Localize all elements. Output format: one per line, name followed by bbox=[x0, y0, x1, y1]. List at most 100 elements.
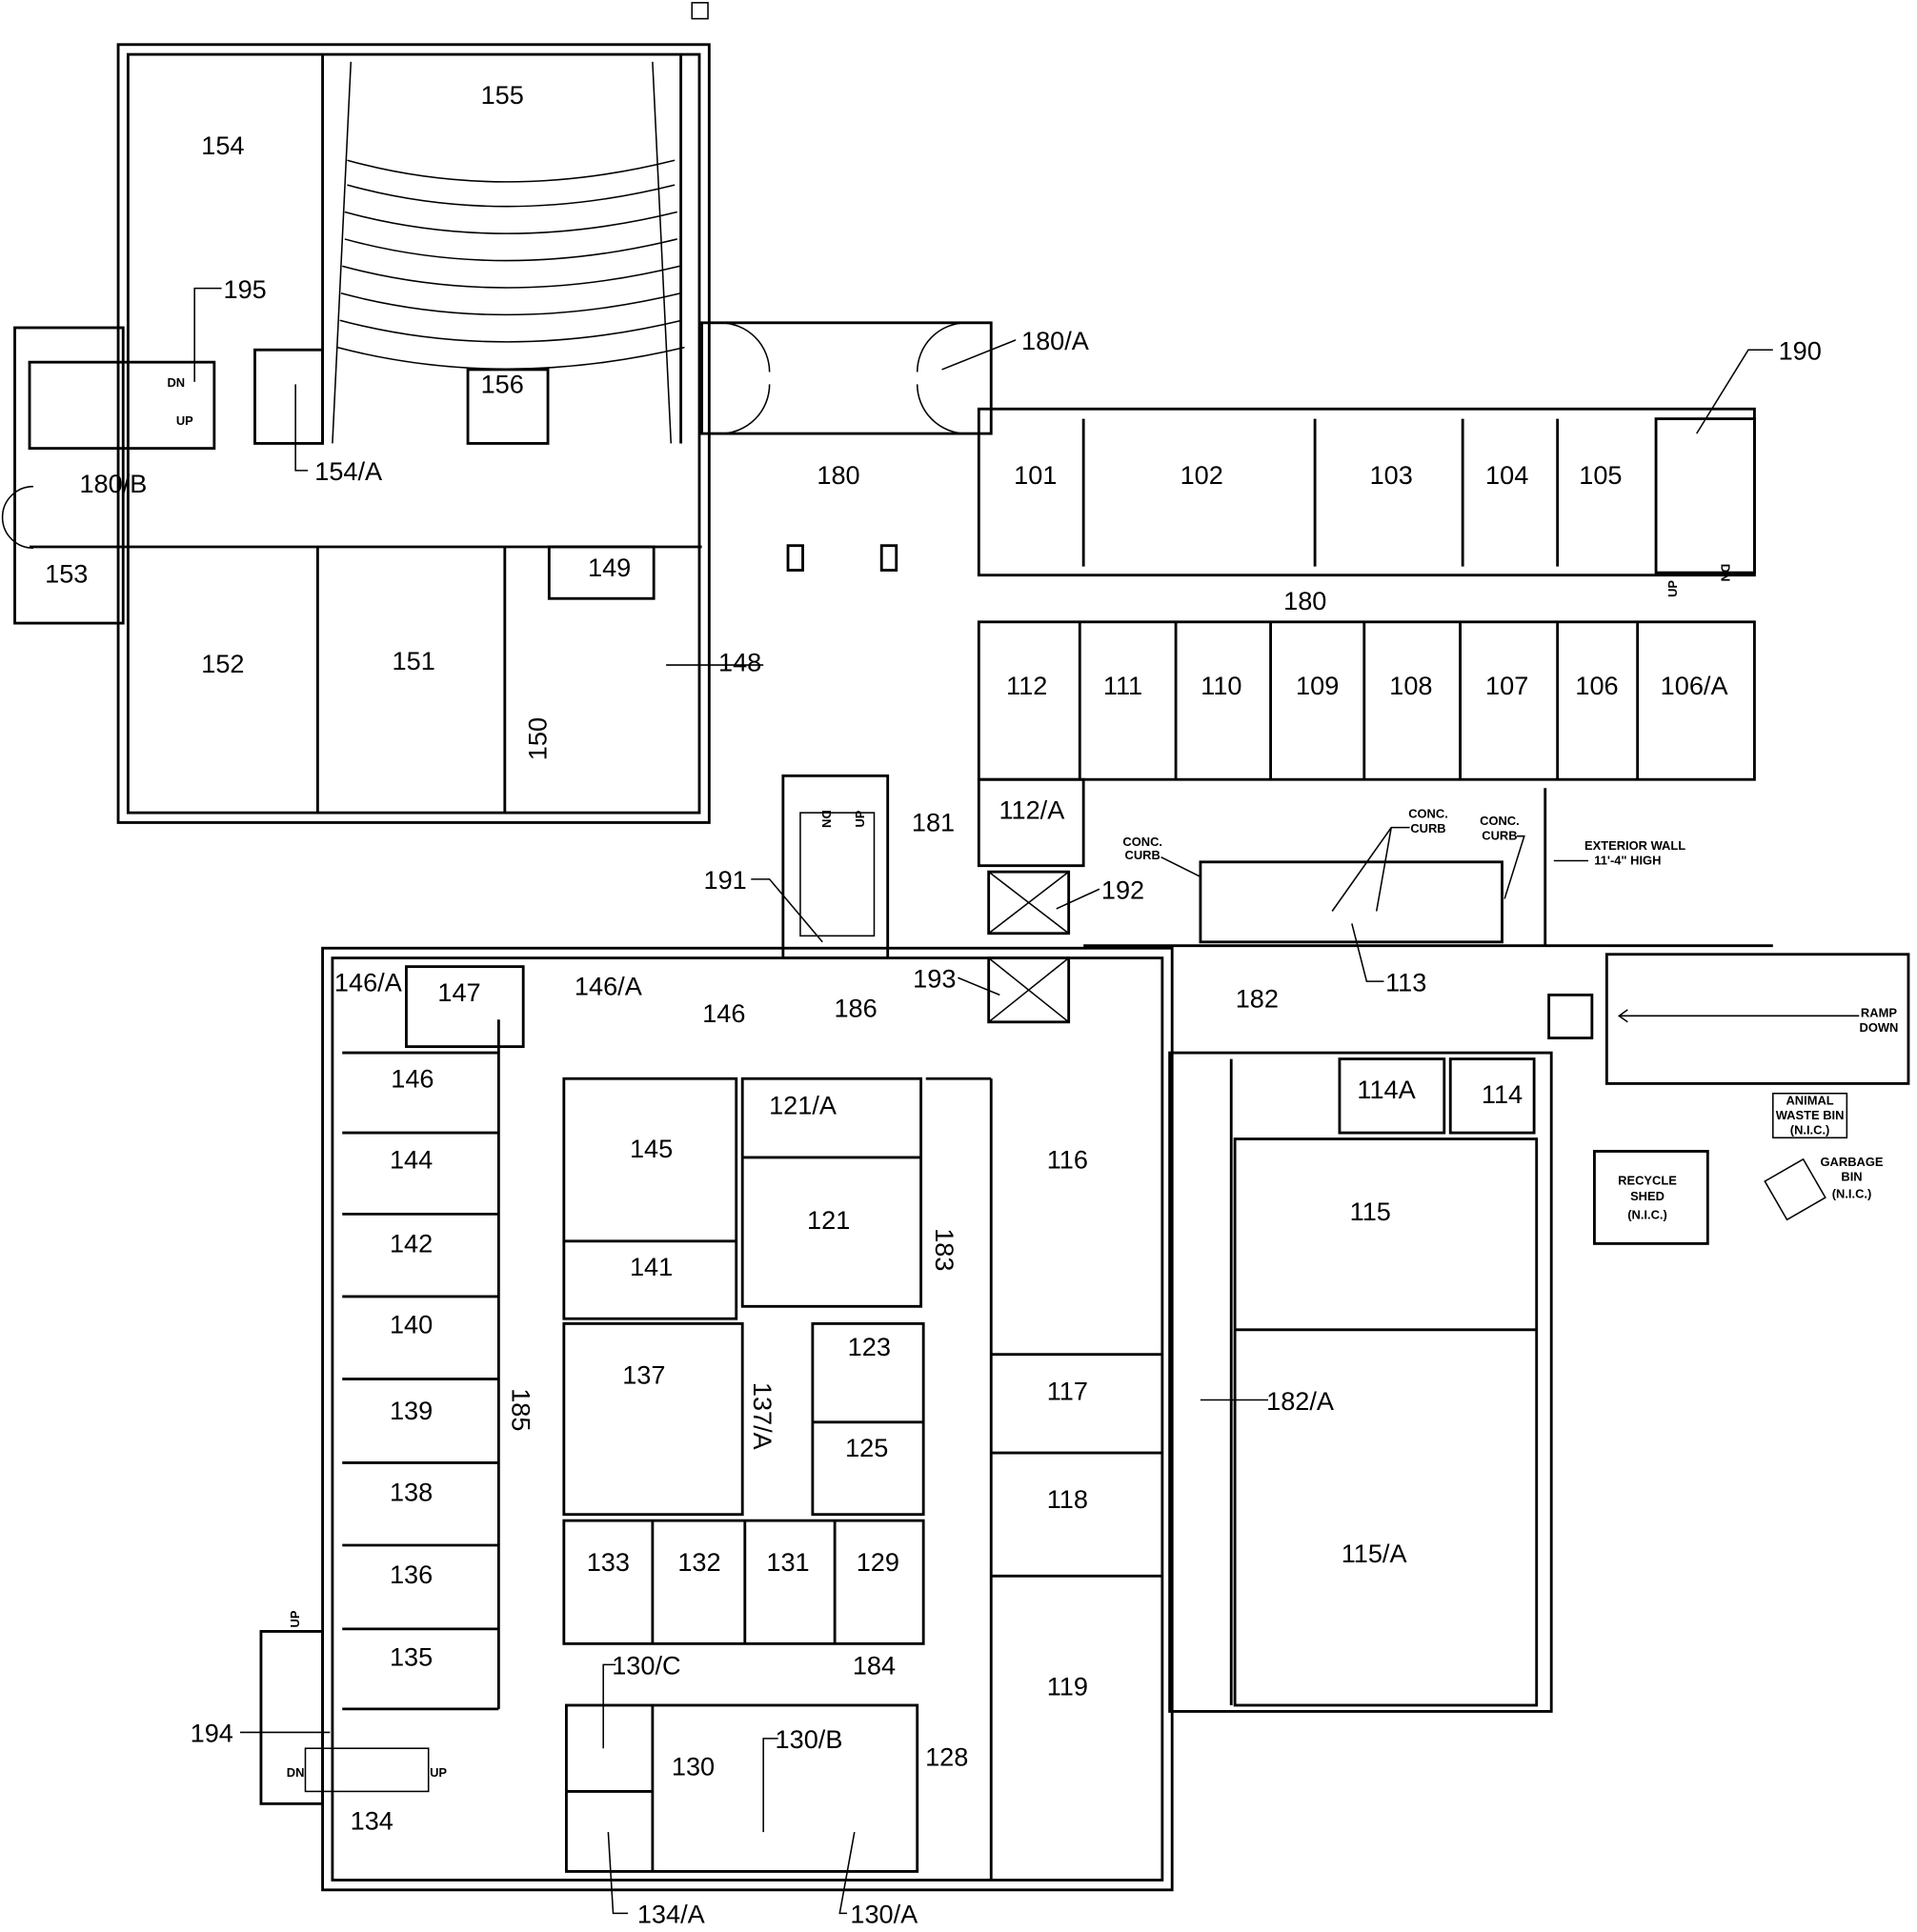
room-label: 146/A bbox=[334, 967, 403, 996]
room-label: 106/A bbox=[1661, 671, 1729, 700]
svg-text:DN: DN bbox=[167, 375, 185, 390]
svg-text:DOWN: DOWN bbox=[1860, 1020, 1899, 1035]
annotations: CONC. CURB CONC. CURB CONC. CURB EXTERIO… bbox=[167, 375, 1898, 1780]
svg-text:UP: UP bbox=[1665, 580, 1680, 597]
svg-text:UP: UP bbox=[853, 810, 867, 827]
room-label: 116 bbox=[1047, 1145, 1088, 1175]
room-label: 119 bbox=[1047, 1672, 1088, 1701]
room-label: 147 bbox=[437, 977, 480, 1007]
svg-text:DN: DN bbox=[819, 810, 834, 828]
room-label: 149 bbox=[588, 553, 631, 582]
svg-text:GARBAGE: GARBAGE bbox=[1821, 1155, 1884, 1169]
room-label: 155 bbox=[481, 80, 524, 110]
room-label: 146/A bbox=[575, 971, 643, 1000]
room-label: 115/A bbox=[1342, 1539, 1408, 1568]
svg-text:WASTE BIN: WASTE BIN bbox=[1776, 1108, 1845, 1122]
room-label: 184 bbox=[853, 1651, 896, 1680]
room-label: 180 bbox=[1283, 586, 1326, 615]
room-label: 106 bbox=[1575, 671, 1618, 700]
room-label: 125 bbox=[845, 1433, 888, 1462]
room-label: 128 bbox=[925, 1741, 968, 1771]
room-label: 144 bbox=[390, 1145, 433, 1175]
room-label: 141 bbox=[630, 1252, 673, 1281]
conc-curb-note: CONC. CURB bbox=[1122, 835, 1201, 878]
room-label: 113 bbox=[1385, 967, 1426, 996]
room-label: 103 bbox=[1370, 460, 1413, 490]
room-label: 185 bbox=[507, 1388, 536, 1431]
room-label: 104 bbox=[1485, 460, 1528, 490]
svg-text:BIN: BIN bbox=[1841, 1169, 1862, 1183]
room-label: 123 bbox=[848, 1332, 891, 1361]
room-label: 132 bbox=[677, 1547, 720, 1577]
room-label: 118 bbox=[1047, 1484, 1088, 1514]
room-label: 107 bbox=[1485, 671, 1528, 700]
svg-text:DN: DN bbox=[1719, 564, 1733, 582]
svg-text:CONC.: CONC. bbox=[1122, 835, 1162, 849]
room-label: 193 bbox=[913, 964, 956, 994]
svg-text:EXTERIOR WALL: EXTERIOR WALL bbox=[1584, 838, 1685, 853]
room-label: 146 bbox=[702, 998, 745, 1028]
svg-text:(N.I.C.): (N.I.C.) bbox=[1790, 1122, 1830, 1137]
room-label: 109 bbox=[1296, 671, 1339, 700]
room-label: 146 bbox=[391, 1063, 434, 1093]
room-label: 145 bbox=[630, 1134, 673, 1163]
room-label: 130 bbox=[672, 1752, 715, 1781]
room-label: 154 bbox=[201, 131, 244, 160]
room-label: 134 bbox=[351, 1805, 393, 1835]
svg-text:SHED: SHED bbox=[1630, 1189, 1665, 1203]
room-label: 194 bbox=[191, 1719, 233, 1748]
room-label: 101 bbox=[1014, 460, 1057, 490]
room-label: 135 bbox=[390, 1642, 433, 1672]
room-label: 182 bbox=[1236, 983, 1279, 1013]
conc-curb-note: CONC. CURB bbox=[1480, 814, 1525, 899]
svg-text:CONC.: CONC. bbox=[1408, 806, 1448, 820]
room-label: 110 bbox=[1201, 671, 1241, 700]
room-label: 182/A bbox=[1266, 1386, 1335, 1416]
room-labels: 155 154 195 156 180/A 190 180/B 154/A 18… bbox=[45, 80, 1822, 1929]
recycle-shed-note: RECYCLE SHED (N.I.C.) bbox=[1618, 1173, 1677, 1221]
room-label: 140 bbox=[390, 1310, 433, 1339]
room-label: 102 bbox=[1180, 460, 1223, 490]
room-label: 112 bbox=[1006, 671, 1047, 700]
room-label: 133 bbox=[587, 1547, 630, 1577]
room-label: 195 bbox=[224, 274, 267, 304]
room-label: 186 bbox=[834, 994, 877, 1023]
room-label: 190 bbox=[1779, 336, 1822, 366]
stair-markers: DN UP DN UP UP DN DN UP UP bbox=[167, 375, 1732, 1780]
svg-text:(N.I.C.): (N.I.C.) bbox=[1627, 1208, 1667, 1222]
exterior-wall-note: EXTERIOR WALL 11'-4" HIGH bbox=[1553, 838, 1685, 867]
svg-text:(N.I.C.): (N.I.C.) bbox=[1832, 1187, 1872, 1201]
room-label: 138 bbox=[390, 1477, 433, 1506]
room-label: 191 bbox=[703, 865, 746, 895]
room-label: 180/A bbox=[1021, 326, 1090, 355]
svg-text:11'-4" HIGH: 11'-4" HIGH bbox=[1594, 853, 1661, 867]
svg-text:DN: DN bbox=[287, 1765, 305, 1780]
room-label: 111 bbox=[1103, 671, 1142, 700]
svg-text:RAMP: RAMP bbox=[1861, 1006, 1897, 1020]
room-label: 121 bbox=[807, 1205, 850, 1235]
room-label: 121/A bbox=[769, 1091, 837, 1120]
room-label: 134/A bbox=[637, 1900, 706, 1929]
room-label: 153 bbox=[45, 558, 88, 588]
room-label: 130/B bbox=[776, 1724, 843, 1754]
room-label: 139 bbox=[390, 1396, 433, 1425]
svg-text:ANIMAL: ANIMAL bbox=[1786, 1093, 1833, 1107]
room-label: 114 bbox=[1482, 1079, 1523, 1109]
room-label: 151 bbox=[393, 646, 435, 675]
room-label: 131 bbox=[766, 1547, 809, 1577]
svg-text:CURB: CURB bbox=[1482, 829, 1517, 843]
room-label: 136 bbox=[390, 1560, 433, 1589]
room-label: 152 bbox=[201, 649, 244, 678]
room-label: 108 bbox=[1389, 671, 1432, 700]
room-label: 130/A bbox=[850, 1900, 918, 1929]
room-label: 114A bbox=[1357, 1075, 1416, 1104]
room-label: 115 bbox=[1350, 1197, 1391, 1226]
svg-text:UP: UP bbox=[176, 413, 193, 428]
walls bbox=[1, 2, 1910, 1892]
svg-text:RECYCLE: RECYCLE bbox=[1618, 1173, 1677, 1187]
room-label: 154/A bbox=[314, 456, 383, 486]
room-label: 183 bbox=[930, 1228, 959, 1271]
room-label: 137 bbox=[622, 1360, 665, 1390]
garbage-bin-note: GARBAGE BIN (N.I.C.) bbox=[1821, 1155, 1884, 1201]
